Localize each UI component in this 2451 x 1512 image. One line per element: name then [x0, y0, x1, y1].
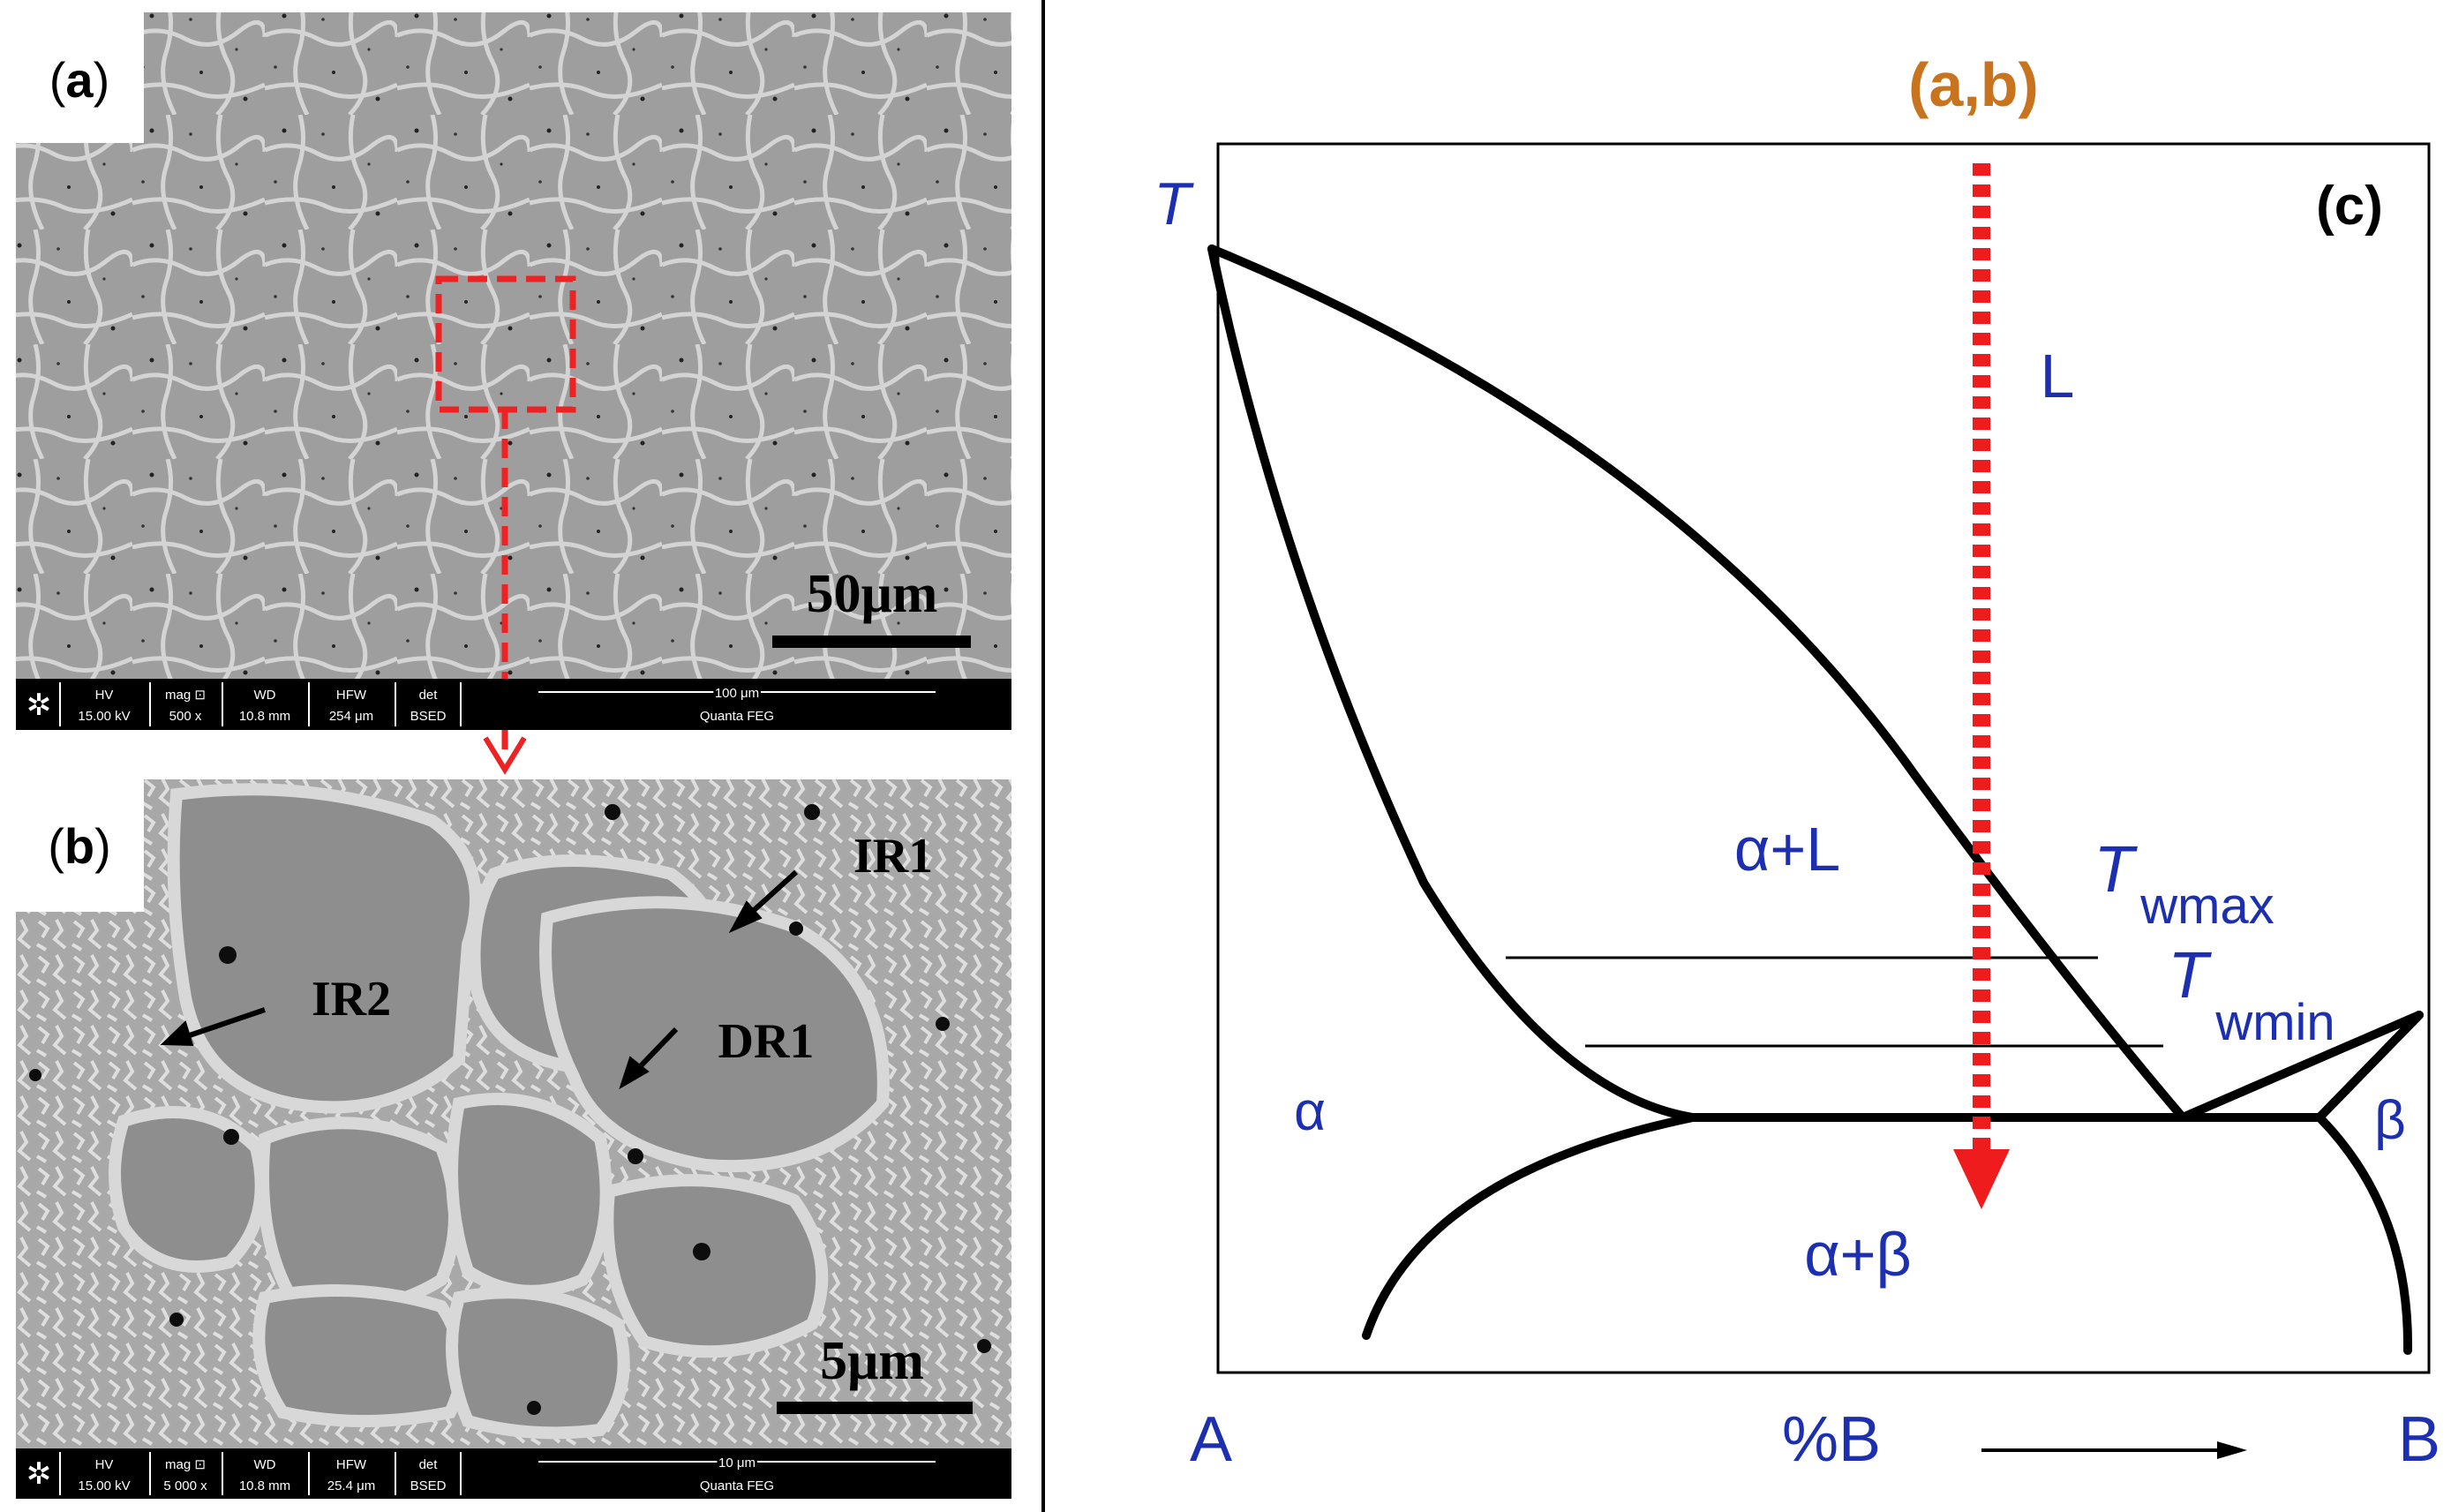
- svg-text:Quanta FEG: Quanta FEG: [700, 1478, 774, 1493]
- svg-text:500 x: 500 x: [169, 709, 202, 724]
- solvus-alpha-line: [1362, 1113, 1697, 1340]
- svg-text:wmax: wmax: [2139, 877, 2274, 935]
- panel-a-scale-text: 50μm: [807, 564, 938, 624]
- x-axis-arrowhead-icon: [2217, 1441, 2247, 1459]
- panel-a-label: (a): [49, 52, 109, 108]
- svg-text:5 000 x: 5 000 x: [163, 1478, 207, 1493]
- svg-text:WD: WD: [254, 1457, 276, 1472]
- svg-text:15.00 kV: 15.00 kV: [78, 1478, 130, 1493]
- svg-text:T: T: [2168, 938, 2212, 1012]
- top-label: (a,b): [1908, 50, 2039, 119]
- svg-text:BSED: BSED: [410, 1478, 447, 1493]
- liquidus-line: [1207, 244, 2187, 1122]
- region-liquid: L: [2041, 342, 2075, 410]
- phase-boundaries: [1207, 244, 2424, 1355]
- annotation-ir1-arrow: [728, 869, 799, 934]
- svg-text:BSED: BSED: [410, 709, 447, 724]
- svg-text:WD: WD: [254, 688, 276, 703]
- svg-text:det: det: [419, 688, 439, 703]
- svg-text:mag ⊡: mag ⊡: [165, 1457, 206, 1472]
- panel-c-label: (c): [2316, 176, 2383, 237]
- region-beta: β: [2374, 1090, 2406, 1151]
- composition-arrowhead-icon: [1953, 1149, 2010, 1209]
- panel-b-label-box: [16, 779, 144, 912]
- beta-liquidus-line: [2178, 1011, 2424, 1122]
- svg-text:wmin: wmin: [2214, 994, 2334, 1051]
- beta-solidus-line: [2315, 1011, 2424, 1122]
- svg-text:10.8 mm: 10.8 mm: [239, 1478, 290, 1493]
- svg-text:HV: HV: [95, 1457, 114, 1472]
- panel-c: (a,b) (c) T L α+L α β α+β T wmax T wmin …: [1154, 50, 2440, 1475]
- panel-b-scale-text: 5μm: [820, 1331, 924, 1391]
- svg-text:mag ⊡: mag ⊡: [165, 688, 206, 703]
- label-twmin: T wmin: [2168, 938, 2334, 1051]
- svg-text:254 μm: 254 μm: [329, 709, 373, 724]
- svg-text:HFW: HFW: [336, 688, 367, 703]
- region-alpha-beta: α+β: [1804, 1220, 1912, 1289]
- panel-a-micrograph: [16, 12, 1011, 679]
- sem-logo-icon: ✲: [26, 1457, 52, 1491]
- panel-b-label: (b): [48, 818, 111, 874]
- sem-logo-icon: ✲: [26, 688, 52, 722]
- svg-text:10 μm: 10 μm: [718, 1456, 756, 1471]
- corner-label-b: B: [2398, 1404, 2440, 1475]
- panel-b: (b) IR1 IR2 DR1 5μm ✲ HV 15.00 kV mag ⊡ …: [16, 779, 1011, 1499]
- svg-text:HFW: HFW: [336, 1457, 367, 1472]
- annotation-ir2-arrow: [160, 1007, 266, 1047]
- region-alpha-liquid: α+L: [1734, 815, 1840, 884]
- annotation-dr1-arrow: [619, 1027, 679, 1090]
- svg-text:T: T: [2094, 832, 2138, 906]
- svg-text:HV: HV: [95, 688, 114, 703]
- region-alpha: α: [1294, 1081, 1326, 1142]
- annotation-ir2: IR2: [312, 972, 391, 1027]
- panel-b-scale-bar: [777, 1402, 973, 1414]
- panel-b-grains: [109, 783, 890, 1440]
- solvus-beta-line: [2315, 1113, 2413, 1355]
- svg-text:10.8 mm: 10.8 mm: [239, 709, 290, 724]
- svg-text:Quanta FEG: Quanta FEG: [700, 709, 774, 724]
- axis-y-label: T: [1154, 170, 1194, 237]
- svg-text:15.00 kV: 15.00 kV: [78, 709, 130, 724]
- solidus-line: [1207, 244, 1697, 1122]
- panel-a-scale-bar: [772, 636, 971, 648]
- label-twmax: T wmax: [2094, 832, 2274, 935]
- phase-diagram-frame: [1216, 142, 2431, 1374]
- highlight-arrowhead: [483, 736, 527, 775]
- svg-text:100 μm: 100 μm: [715, 686, 759, 701]
- panel-a-sem-bar: ✲ HV 15.00 kV mag ⊡ 500 x WD 10.8 mm HFW…: [16, 679, 1011, 730]
- annotation-dr1: DR1: [718, 1014, 815, 1069]
- panel-b-sem-bar: ✲ HV 15.00 kV mag ⊡ 5 000 x WD 10.8 mm H…: [16, 1448, 1011, 1499]
- corner-label-a: A: [1190, 1404, 1232, 1475]
- panel-a-label-box: [16, 12, 144, 143]
- x-axis-label: %B: [1782, 1404, 1881, 1475]
- svg-text:det: det: [419, 1457, 439, 1472]
- panel-a: (a) 50μm ✲ HV 15.00 kV mag ⊡ 500 x WD 10…: [16, 12, 1011, 775]
- panel-b-pores: [29, 804, 991, 1415]
- annotation-ir1: IR1: [853, 829, 933, 884]
- svg-text:25.4 μm: 25.4 μm: [327, 1478, 376, 1493]
